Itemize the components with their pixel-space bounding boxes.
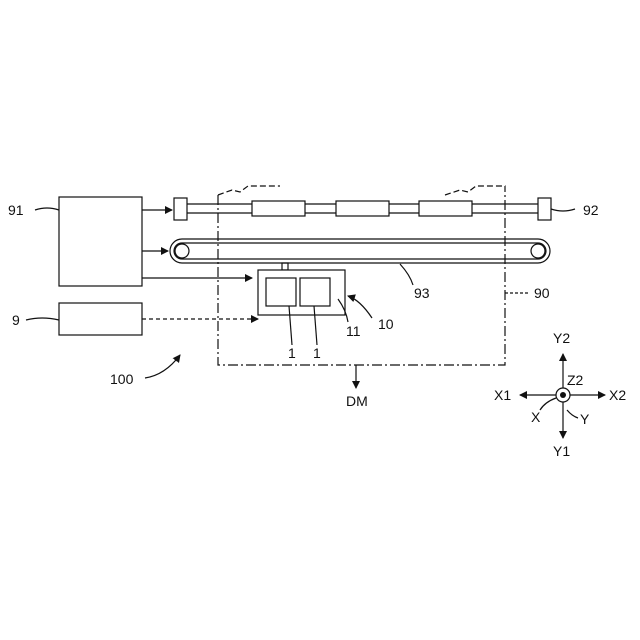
axis-label-z2: Z2 xyxy=(567,372,584,388)
axis-label-y: Y xyxy=(580,411,590,427)
head-unit-10 xyxy=(258,263,345,315)
axis-label-x2: X2 xyxy=(609,387,626,403)
linear-rail xyxy=(174,198,551,220)
label-93: 93 xyxy=(414,285,430,301)
label-1a: 1 xyxy=(288,345,296,361)
label-1b: 1 xyxy=(313,345,321,361)
label-100: 100 xyxy=(110,371,134,387)
device-box-9 xyxy=(59,303,142,335)
label-dm: DM xyxy=(346,393,368,409)
label-11: 11 xyxy=(346,323,361,339)
label-92: 92 xyxy=(583,202,599,218)
axis-label-x: X xyxy=(531,409,541,425)
label-90: 90 xyxy=(534,285,550,301)
label-91: 91 xyxy=(8,202,24,218)
label-9: 9 xyxy=(12,312,20,328)
axis-label-x1: X1 xyxy=(494,387,511,403)
axes-indicator xyxy=(520,354,605,438)
label-10: 10 xyxy=(378,316,394,332)
axis-label-y2: Y2 xyxy=(553,330,570,346)
conveyor-belt-93 xyxy=(170,239,550,263)
controller-box-91 xyxy=(59,197,142,286)
axis-label-y1: Y1 xyxy=(553,443,570,459)
